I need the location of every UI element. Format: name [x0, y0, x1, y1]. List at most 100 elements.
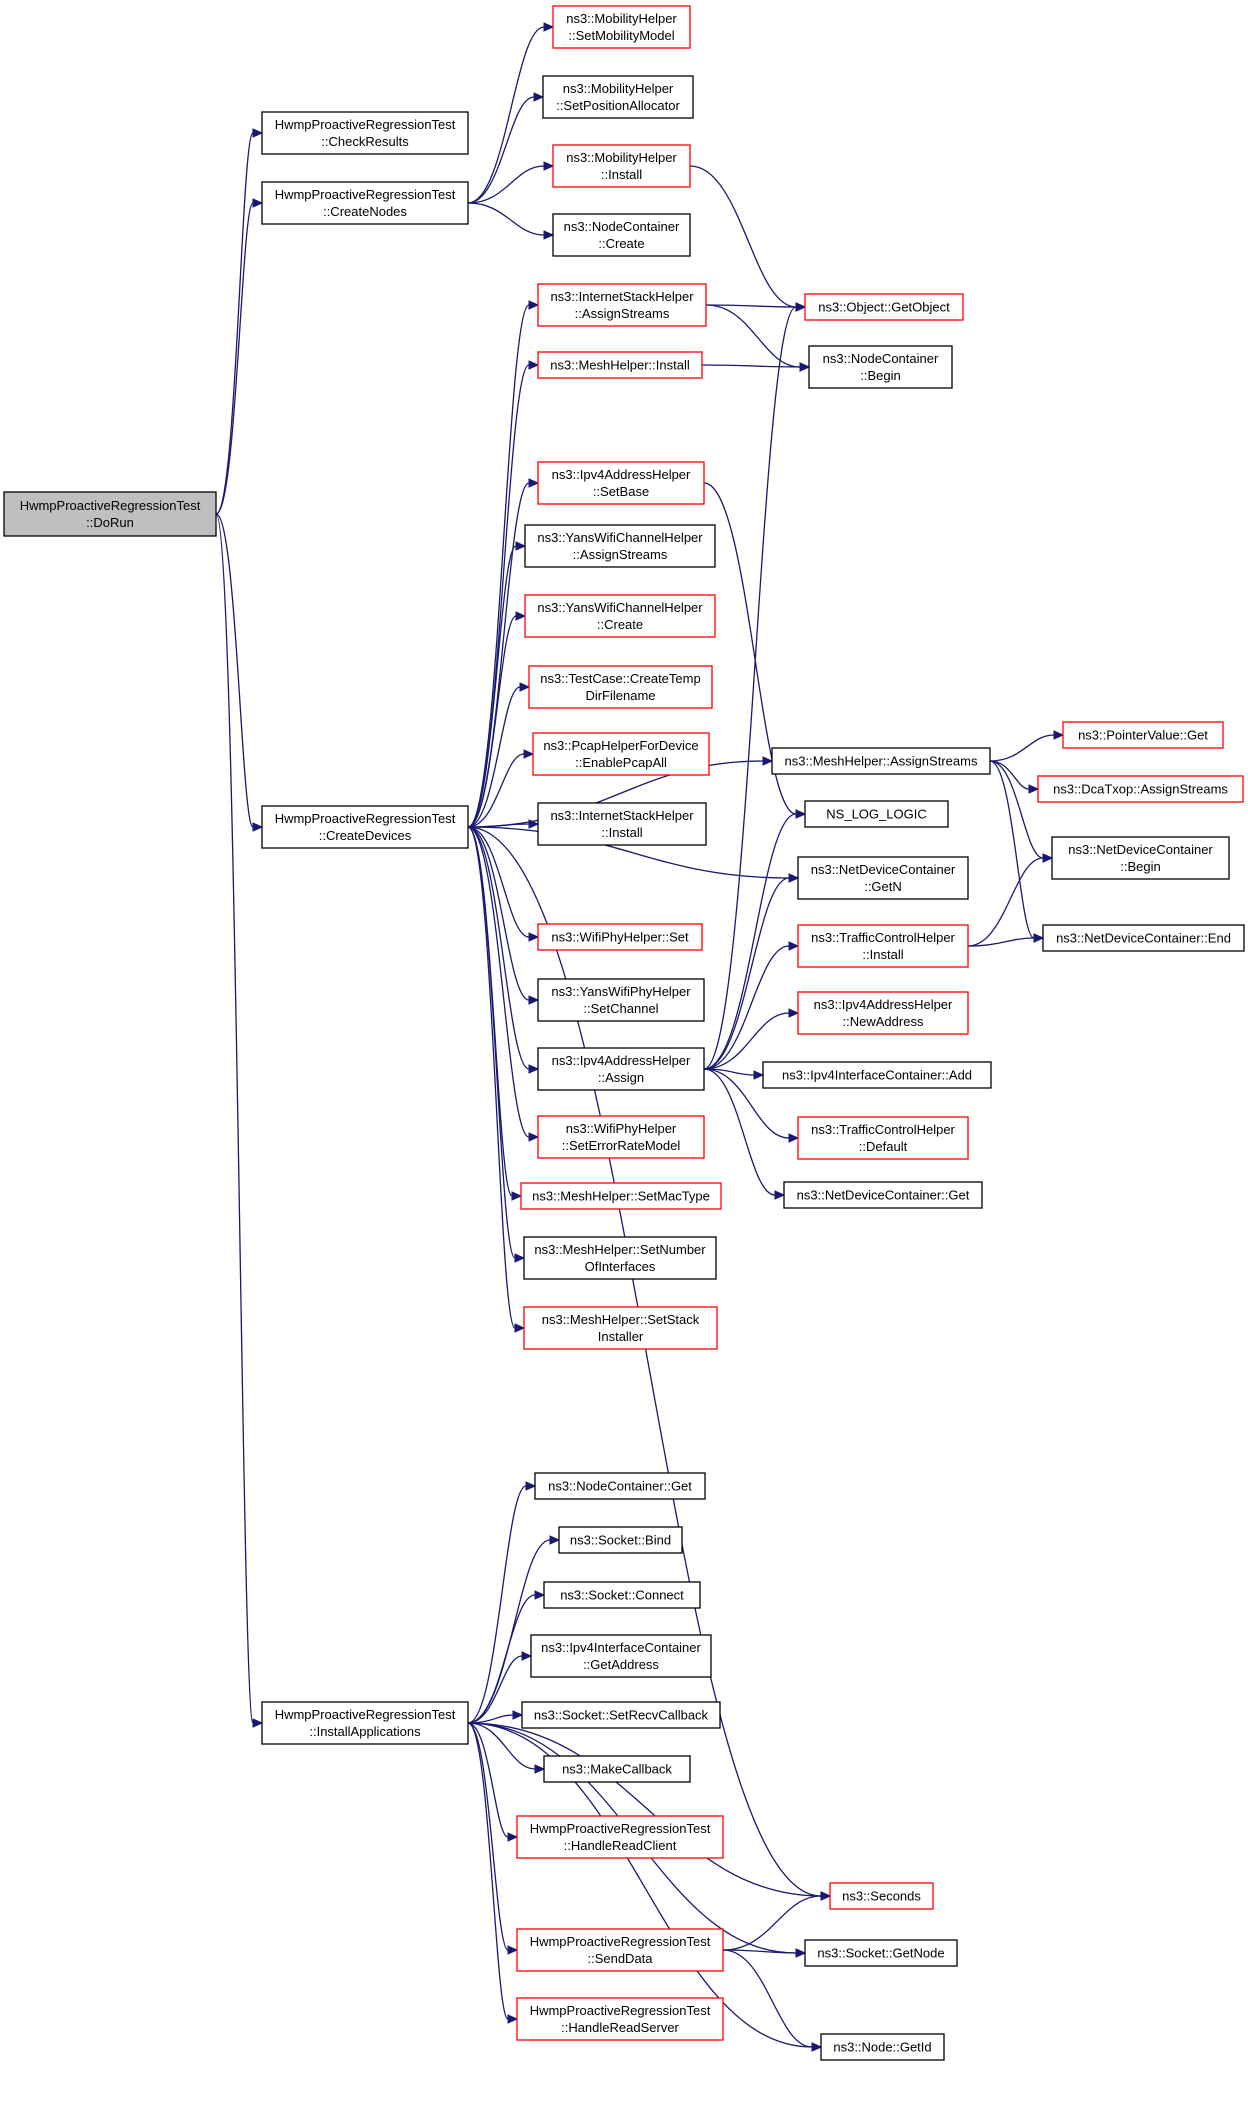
- node-ywc_assign[interactable]: ns3::YansWifiChannelHelper::AssignStream…: [524, 524, 716, 568]
- node-box-ish_install[interactable]: [537, 802, 707, 846]
- node-box-mesh_setnum[interactable]: [523, 1236, 717, 1280]
- node-mob_setpos[interactable]: ns3::MobilityHelper::SetPositionAllocato…: [542, 75, 694, 119]
- node-nc_create[interactable]: ns3::NodeContainer::Create: [552, 213, 691, 257]
- node-ish_assign[interactable]: ns3::InternetStackHelper::AssignStreams: [537, 283, 707, 327]
- node-box-ish_assign[interactable]: [537, 283, 707, 327]
- node-checkresults[interactable]: HwmpProactiveRegressionTest::CheckResult…: [261, 111, 469, 155]
- node-box-tch_default[interactable]: [797, 1116, 969, 1160]
- node-box-nc_get[interactable]: [534, 1472, 706, 1500]
- node-box-createnodes[interactable]: [261, 181, 469, 225]
- node-box-checkresults[interactable]: [261, 111, 469, 155]
- node-nc_get[interactable]: ns3::NodeContainer::Get: [534, 1472, 706, 1500]
- node-box-nslog[interactable]: [804, 800, 949, 828]
- node-createnodes[interactable]: HwmpProactiveRegressionTest::CreateNodes: [261, 181, 469, 225]
- node-box-createdevices[interactable]: [261, 805, 469, 849]
- node-box-dca_assign[interactable]: [1037, 775, 1244, 803]
- node-pcap_enable[interactable]: ns3::PcapHelperForDevice::EnablePcapAll: [532, 732, 710, 776]
- node-tch_default[interactable]: ns3::TrafficControlHelper::Default: [797, 1116, 969, 1160]
- node-ndc_begin[interactable]: ns3::NetDeviceContainer::Begin: [1051, 836, 1230, 880]
- node-box-dorun[interactable]: [3, 491, 217, 537]
- node-box-readserver[interactable]: [516, 1997, 724, 2041]
- node-ywp_setchannel[interactable]: ns3::YansWifiPhyHelper::SetChannel: [537, 978, 705, 1022]
- node-mesh_assign[interactable]: ns3::MeshHelper::AssignStreams: [771, 747, 991, 775]
- node-makecb[interactable]: ns3::MakeCallback: [543, 1755, 691, 1783]
- node-box-tch_install[interactable]: [797, 924, 969, 968]
- node-box-ic_add[interactable]: [762, 1061, 992, 1089]
- node-ic_add[interactable]: ns3::Ipv4InterfaceContainer::Add: [762, 1061, 992, 1089]
- node-mob_setmodel[interactable]: ns3::MobilityHelper::SetMobilityModel: [552, 5, 691, 49]
- node-box-mob_setpos[interactable]: [542, 75, 694, 119]
- node-nc_begin[interactable]: ns3::NodeContainer::Begin: [808, 345, 953, 389]
- node-senddata[interactable]: HwmpProactiveRegressionTest::SendData: [516, 1928, 724, 1972]
- node-box-ipv4_setbase[interactable]: [537, 461, 705, 505]
- node-sock_connect[interactable]: ns3::Socket::Connect: [543, 1581, 701, 1609]
- node-obj_getobject[interactable]: ns3::Object::GetObject: [804, 293, 964, 321]
- node-box-ic_getaddr[interactable]: [530, 1634, 712, 1678]
- node-nslog[interactable]: NS_LOG_LOGIC: [804, 800, 949, 828]
- node-box-sock_getnode[interactable]: [804, 1939, 958, 1967]
- node-box-sock_setrecv[interactable]: [521, 1701, 721, 1729]
- node-box-ywc_create[interactable]: [524, 594, 716, 638]
- node-box-obj_getobject[interactable]: [804, 293, 964, 321]
- node-pv_get[interactable]: ns3::PointerValue::Get: [1062, 721, 1224, 749]
- node-box-wp_set[interactable]: [537, 923, 703, 951]
- node-ipv4_setbase[interactable]: ns3::Ipv4AddressHelper::SetBase: [537, 461, 705, 505]
- node-sock_setrecv[interactable]: ns3::Socket::SetRecvCallback: [521, 1701, 721, 1729]
- node-box-mesh_install[interactable]: [537, 351, 703, 379]
- node-dca_assign[interactable]: ns3::DcaTxop::AssignStreams: [1037, 775, 1244, 803]
- node-box-sock_connect[interactable]: [543, 1581, 701, 1609]
- node-box-nc_begin[interactable]: [808, 345, 953, 389]
- node-box-makecb[interactable]: [543, 1755, 691, 1783]
- node-box-mesh_assign[interactable]: [771, 747, 991, 775]
- node-box-tc_tempdir[interactable]: [528, 665, 713, 709]
- node-createdevices[interactable]: HwmpProactiveRegressionTest::CreateDevic…: [261, 805, 469, 849]
- node-box-mesh_setmac[interactable]: [520, 1182, 722, 1210]
- node-box-mob_setmodel[interactable]: [552, 5, 691, 49]
- node-seconds[interactable]: ns3::Seconds: [829, 1882, 934, 1910]
- node-box-ndc_end[interactable]: [1042, 924, 1245, 952]
- node-ipv4_assign[interactable]: ns3::Ipv4AddressHelper::Assign: [537, 1047, 705, 1091]
- node-box-mob_install[interactable]: [552, 144, 691, 188]
- node-sock_bind[interactable]: ns3::Socket::Bind: [558, 1526, 683, 1554]
- node-box-readclient[interactable]: [516, 1815, 724, 1859]
- node-box-ywc_assign[interactable]: [524, 524, 716, 568]
- node-box-pv_get[interactable]: [1062, 721, 1224, 749]
- node-box-ndc_get[interactable]: [783, 1181, 983, 1209]
- node-ndc_get[interactable]: ns3::NetDeviceContainer::Get: [783, 1181, 983, 1209]
- node-ish_install[interactable]: ns3::InternetStackHelper::Install: [537, 802, 707, 846]
- node-box-ndc_begin[interactable]: [1051, 836, 1230, 880]
- node-dorun[interactable]: HwmpProactiveRegressionTest::DoRun: [3, 491, 217, 537]
- node-box-ipv4_assign[interactable]: [537, 1047, 705, 1091]
- node-box-ipv4_newaddr[interactable]: [797, 991, 969, 1035]
- node-box-sock_bind[interactable]: [558, 1526, 683, 1554]
- node-ndc_getn[interactable]: ns3::NetDeviceContainer::GetN: [797, 856, 969, 900]
- node-installapps[interactable]: HwmpProactiveRegressionTest::InstallAppl…: [261, 1701, 469, 1745]
- node-box-mesh_setstack[interactable]: [523, 1306, 718, 1350]
- node-box-seconds[interactable]: [829, 1882, 934, 1910]
- node-box-ndc_getn[interactable]: [797, 856, 969, 900]
- node-box-wp_seterr[interactable]: [537, 1115, 705, 1159]
- node-ndc_end[interactable]: ns3::NetDeviceContainer::End: [1042, 924, 1245, 952]
- node-node_getid[interactable]: ns3::Node::GetId: [820, 2033, 945, 2061]
- node-wp_seterr[interactable]: ns3::WifiPhyHelper::SetErrorRateModel: [537, 1115, 705, 1159]
- node-box-nc_create[interactable]: [552, 213, 691, 257]
- node-box-installapps[interactable]: [261, 1701, 469, 1745]
- node-box-senddata[interactable]: [516, 1928, 724, 1972]
- node-mesh_setmac[interactable]: ns3::MeshHelper::SetMacType: [520, 1182, 722, 1210]
- node-ic_getaddr[interactable]: ns3::Ipv4InterfaceContainer::GetAddress: [530, 1634, 712, 1678]
- node-box-node_getid[interactable]: [820, 2033, 945, 2061]
- node-tch_install[interactable]: ns3::TrafficControlHelper::Install: [797, 924, 969, 968]
- node-mesh_install[interactable]: ns3::MeshHelper::Install: [537, 351, 703, 379]
- node-wp_set[interactable]: ns3::WifiPhyHelper::Set: [537, 923, 703, 951]
- node-ipv4_newaddr[interactable]: ns3::Ipv4AddressHelper::NewAddress: [797, 991, 969, 1035]
- node-ywc_create[interactable]: ns3::YansWifiChannelHelper::Create: [524, 594, 716, 638]
- node-box-pcap_enable[interactable]: [532, 732, 710, 776]
- node-box-ywp_setchannel[interactable]: [537, 978, 705, 1022]
- node-readclient[interactable]: HwmpProactiveRegressionTest::HandleReadC…: [516, 1815, 724, 1859]
- node-mob_install[interactable]: ns3::MobilityHelper::Install: [552, 144, 691, 188]
- node-sock_getnode[interactable]: ns3::Socket::GetNode: [804, 1939, 958, 1967]
- node-readserver[interactable]: HwmpProactiveRegressionTest::HandleReadS…: [516, 1997, 724, 2041]
